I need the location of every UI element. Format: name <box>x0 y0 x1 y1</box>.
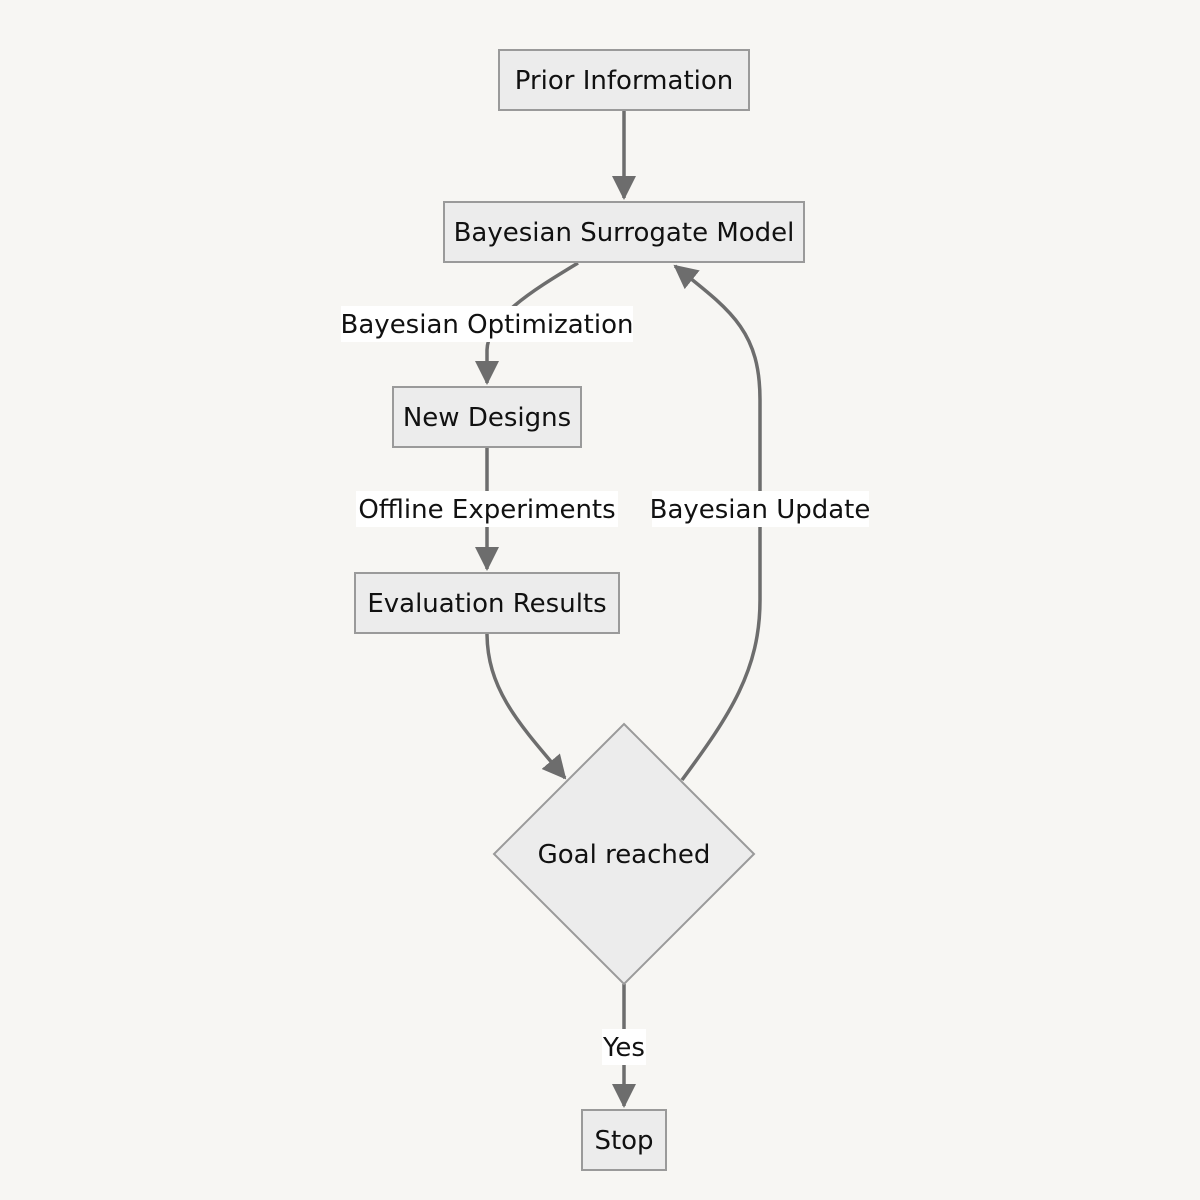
edge-results-to-goal <box>485 632 567 780</box>
edge-goal-to-surrogate <box>673 264 762 782</box>
edge-label-optimization-text: Bayesian Optimization <box>341 310 634 340</box>
node-new-designs: New Designs <box>392 386 582 448</box>
node-new-designs-label: New Designs <box>403 403 571 433</box>
node-goal-reached-decision: Goal reached <box>492 722 756 986</box>
edge-label-yes: Yes <box>602 1029 646 1065</box>
edge-label-update-text: Bayesian Update <box>650 495 871 525</box>
edge-label-optimization: Bayesian Optimization <box>341 306 634 342</box>
edge-label-yes-text: Yes <box>602 1033 645 1063</box>
node-stop: Stop <box>581 1109 667 1171</box>
node-stop-label: Stop <box>594 1126 653 1156</box>
node-prior-information-label: Prior Information <box>515 66 734 96</box>
node-bayesian-surrogate-model-label: Bayesian Surrogate Model <box>454 218 795 248</box>
node-bayesian-surrogate-model: Bayesian Surrogate Model <box>443 201 805 263</box>
edge-label-experiments-text: Offline Experiments <box>358 495 615 525</box>
node-prior-information: Prior Information <box>498 49 750 111</box>
node-evaluation-results: Evaluation Results <box>354 572 620 634</box>
edge-label-update: Bayesian Update <box>650 491 871 527</box>
node-evaluation-results-label: Evaluation Results <box>367 589 606 619</box>
node-goal-reached-label: Goal reached <box>538 840 711 870</box>
edge-label-experiments: Offline Experiments <box>356 491 618 527</box>
